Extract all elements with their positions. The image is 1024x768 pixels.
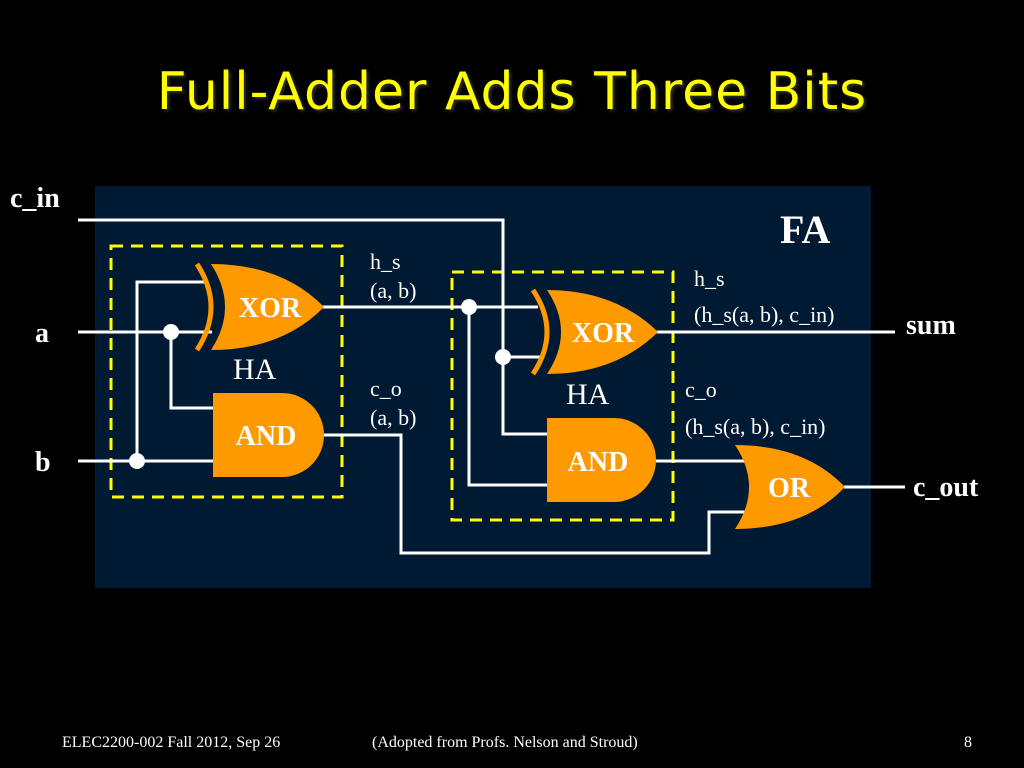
- xor-gate-2: XOR: [530, 288, 658, 376]
- b-label: b: [35, 447, 51, 478]
- junction-dot: [461, 299, 477, 315]
- co2-annotation-line1: c_o: [685, 377, 717, 402]
- and-gate-2: AND: [547, 418, 656, 502]
- junction-dot: [163, 324, 179, 340]
- xor-gate-1: XOR: [194, 262, 324, 352]
- hs1-annotation-line1: h_s: [370, 249, 401, 274]
- wires: [78, 218, 905, 555]
- sum-label: sum: [906, 310, 956, 341]
- ha2-box: [450, 270, 675, 522]
- and-1-label: AND: [236, 421, 297, 452]
- and-2-label: AND: [568, 447, 629, 478]
- slide-title: Full-Adder Adds Three Bits: [156, 62, 868, 122]
- hs2-annotation-line2: (h_s(a, b), c_in): [694, 302, 835, 327]
- page-number: 8: [964, 734, 972, 751]
- or-gate: OR: [735, 445, 845, 529]
- xor-2-label: XOR: [572, 318, 635, 349]
- junction-dot: [495, 349, 511, 365]
- ha1-label: HA: [233, 353, 277, 386]
- ha2-label: HA: [566, 378, 610, 411]
- c-out-label: c_out: [913, 472, 979, 503]
- and-gate-1: AND: [213, 393, 324, 477]
- fa-block-label: FA: [780, 207, 830, 252]
- footer-course: ELEC2200-002 Fall 2012, Sep 26: [62, 734, 281, 751]
- co2-annotation-line2: (h_s(a, b), c_in): [685, 414, 826, 439]
- hs2-annotation-line1: h_s: [694, 266, 725, 291]
- footer-credit: (Adopted from Profs. Nelson and Stroud): [372, 734, 638, 751]
- c-in-label: c_in: [10, 183, 60, 214]
- hs1-annotation-line2: (a, b): [370, 278, 416, 303]
- co1-annotation-line1: c_o: [370, 376, 402, 401]
- xor-1-label: XOR: [239, 293, 302, 324]
- junction-dot: [129, 453, 145, 469]
- co1-annotation-line2: (a, b): [370, 405, 416, 430]
- or-label: OR: [768, 473, 811, 504]
- a-label: a: [35, 318, 49, 349]
